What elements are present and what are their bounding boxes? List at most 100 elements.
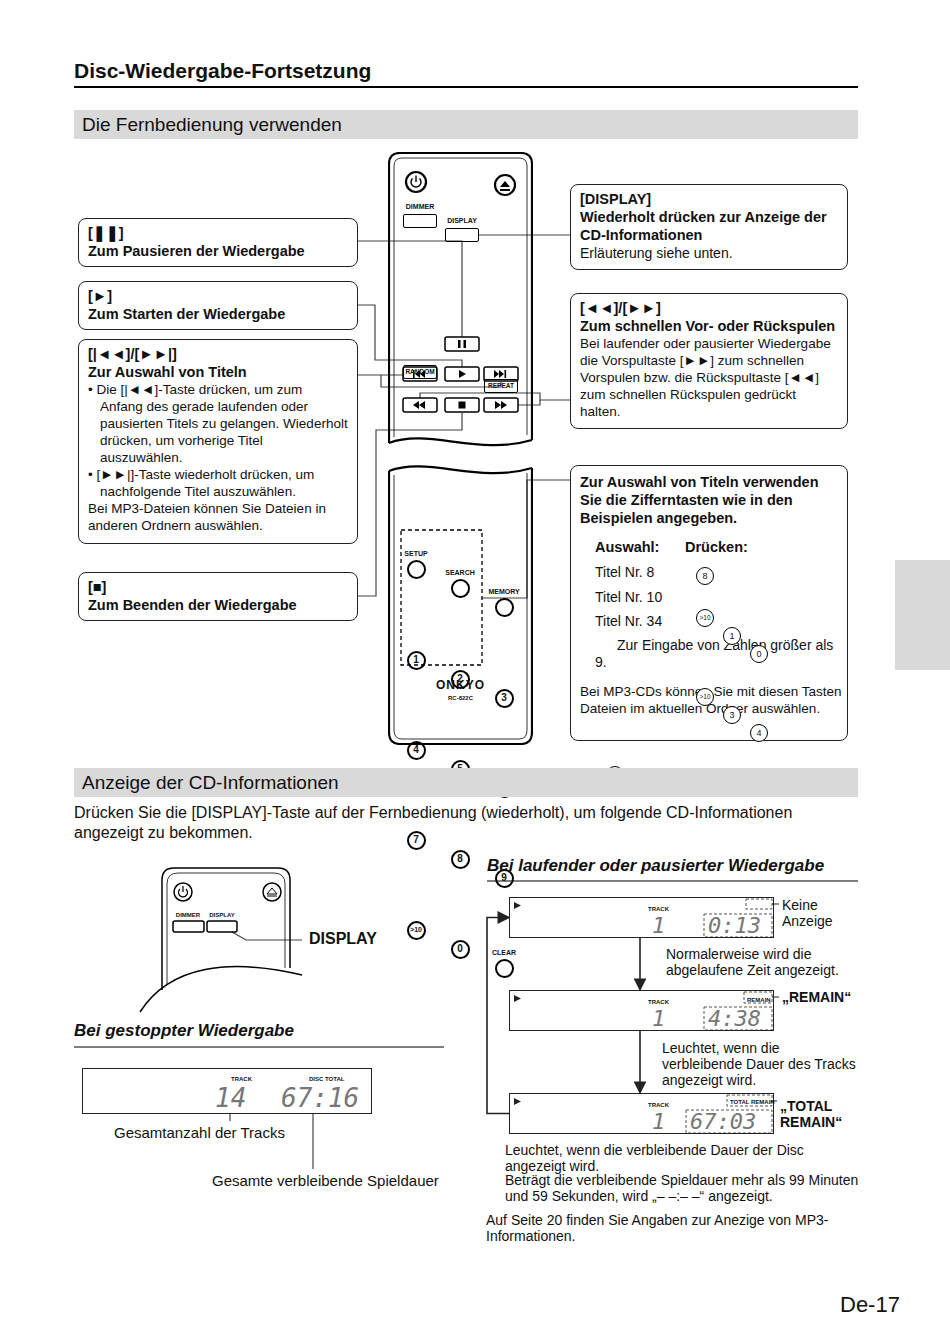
- key-chip: 4: [750, 724, 768, 742]
- round-button: SEARCH: [451, 579, 470, 598]
- text-label: Gesamtanzahl der Tracks: [114, 1124, 314, 1142]
- line-art: [482, 480, 570, 598]
- line-art: [389, 153, 532, 744]
- play-indicators: [514, 902, 521, 1105]
- node-text: DIMMER: [394, 202, 446, 211]
- line-art: [413, 401, 419, 409]
- connector: [479, 234, 570, 235]
- node-text: 1: [652, 1110, 672, 1134]
- line-art: [501, 401, 507, 409]
- callout-box: [❚❚]Zum Pausieren der Wiedergabe: [78, 218, 358, 267]
- line-art: [74, 1046, 444, 1047]
- node-text: Titel Nr. 10: [595, 588, 685, 606]
- remote-button: DISPLAY: [445, 228, 479, 242]
- connector: [639, 1031, 641, 1093]
- line-art: [178, 886, 187, 897]
- line-art: [312, 1114, 313, 1169]
- line-art: [500, 189, 510, 191]
- line-art: [229, 1114, 230, 1121]
- round-button: 7: [407, 831, 426, 850]
- lcd-display: TRACKDISC TOTAL1467:16: [82, 1068, 372, 1114]
- node-text: DISPLAY: [436, 216, 488, 225]
- line-art: [518, 400, 540, 405]
- node-text: 0:13: [708, 914, 770, 938]
- line-art: [394, 158, 527, 437]
- line-art: [514, 1098, 521, 1105]
- node-text: TRACK: [648, 1101, 688, 1109]
- lcd-display: TRACKTOTAL REMAIN167:03: [509, 1093, 774, 1134]
- node-text: Drücken:: [685, 538, 775, 556]
- node-text: 14: [215, 1084, 255, 1112]
- node-text: Bei MP3-Dateien können Sie Dateien in an…: [88, 500, 348, 534]
- line-art: [140, 967, 302, 1012]
- node-text: MEMORY: [487, 587, 522, 596]
- text-label: Beträgt die verbleibende Spieldauer mehr…: [505, 1172, 867, 1204]
- node-text: 4: [751, 725, 767, 741]
- line-art: [464, 340, 467, 348]
- text-label: Bei gestoppter Wiedergabe: [74, 1020, 444, 1041]
- lcd-display: TRACKREMAIN14:38: [509, 990, 774, 1031]
- round-button: SETUP: [407, 560, 426, 579]
- text-label: „TOTAL REMAIN“: [780, 1098, 860, 1130]
- line-art: [173, 921, 204, 932]
- line-art: [484, 398, 518, 412]
- text-label: Leuchtet, wenn die verbleibende Dauer de…: [662, 1040, 862, 1088]
- node-text: 0: [751, 646, 767, 662]
- line-art: [389, 468, 532, 744]
- text-label: DISPLAY: [309, 929, 429, 948]
- rules: [74, 87, 858, 1047]
- line-art: [389, 153, 532, 443]
- line-art: [358, 241, 462, 337]
- node-text: 0: [453, 942, 468, 956]
- node-text: Erläuterung siehe unten.: [580, 244, 838, 262]
- key-chip: 3: [723, 706, 741, 724]
- remote-control: ONKYORC-822CDIMMERDISPLAYRANDOMREPEATSET…: [388, 152, 533, 745]
- line-art: [459, 402, 466, 409]
- line-art: [406, 172, 426, 192]
- node-text: Titel Nr. 8: [595, 563, 685, 581]
- line-art: [499, 370, 504, 378]
- lcd-display: TRACK10:13: [509, 897, 774, 938]
- node-text: >10: [409, 923, 424, 937]
- node-text: Zur Eingabe von Zahlen größer als 9.: [595, 637, 843, 671]
- node-text: [DISPLAY]: [580, 190, 838, 208]
- node-text: >10: [697, 610, 713, 626]
- node-text: 4: [409, 743, 424, 757]
- node-text: [►]: [88, 287, 348, 305]
- node-text: 3: [497, 691, 512, 705]
- connector: [487, 918, 509, 1114]
- node-text: TRACK: [648, 998, 688, 1006]
- line-art: [459, 370, 466, 378]
- line-art: [389, 466, 532, 473]
- line-art: [174, 883, 192, 901]
- node-text: [❚❚]: [88, 224, 348, 242]
- node-text: 8: [697, 568, 713, 584]
- node-text: TOTAL REMAIN: [730, 1098, 774, 1106]
- node-text: 7: [409, 833, 424, 847]
- section-band: Anzeige der CD-Informationen: [74, 768, 858, 797]
- line-art: [207, 921, 237, 932]
- node-text: • Die [|◄◄]-Taste drücken, um zum Anfang…: [88, 381, 348, 466]
- text-label: DIMMER: [170, 911, 206, 919]
- node-text: Bei laufender oder pausierter Wiedergabe…: [580, 335, 838, 420]
- text-label: Auf Seite 20 finden Sie Angaben zur Anez…: [486, 1212, 866, 1244]
- node-text: Zur Auswahl von Titeln: [88, 363, 348, 381]
- line-art: [704, 914, 772, 937]
- key-chip: 1: [723, 627, 741, 645]
- node-text: Die Fernbedienung verwenden: [74, 110, 858, 139]
- line-art: [500, 181, 510, 187]
- round-button: 0: [451, 940, 470, 959]
- remote-button: REPEAT: [484, 379, 518, 393]
- node-text: REPEAT: [485, 380, 517, 391]
- node-text: TRACK: [648, 905, 688, 913]
- round-button: >10: [407, 921, 426, 940]
- key-chip: 0: [750, 645, 768, 663]
- text-label: Bei laufender oder pausierter Wiedergabe: [487, 855, 858, 876]
- node-text: SETUP: [399, 549, 434, 558]
- callout-box: [■]Zum Beenden der Wiedergabe: [78, 572, 358, 621]
- node-text: [■]: [88, 578, 348, 596]
- remote-outline: [388, 152, 533, 745]
- node-text: 8: [453, 852, 468, 866]
- line-art: [494, 370, 499, 378]
- lcd-marks: [686, 899, 772, 1133]
